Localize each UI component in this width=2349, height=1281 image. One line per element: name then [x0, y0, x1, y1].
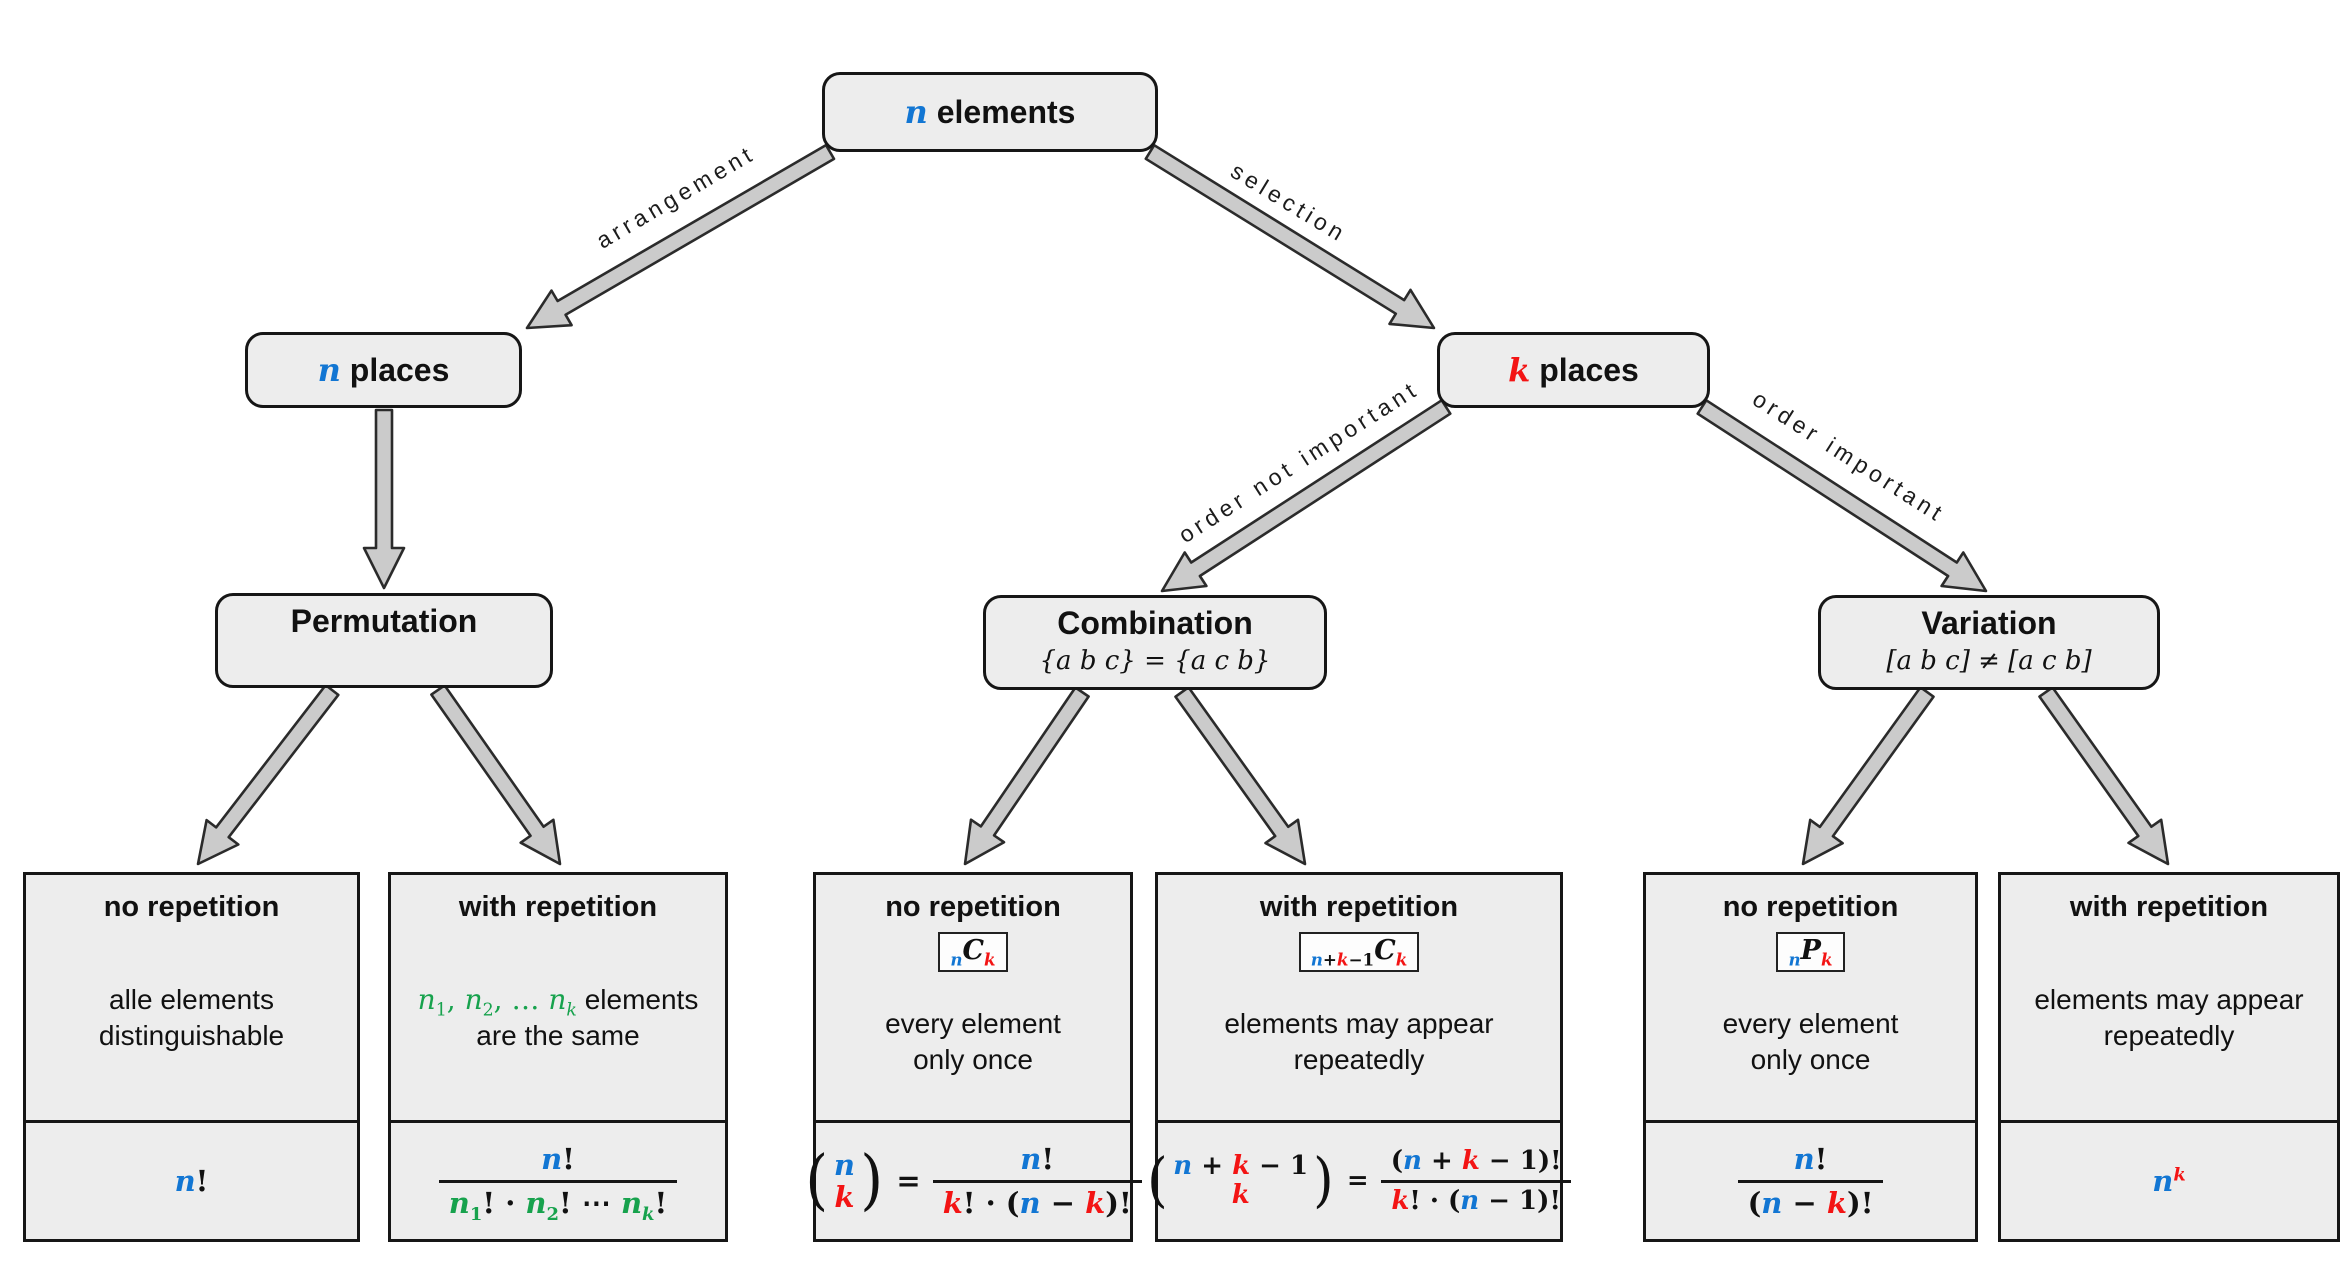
node-permutation-title: Permutation	[290, 603, 478, 640]
connector-arrow	[1174, 685, 1307, 866]
node-variation-title: Variation	[1921, 605, 2057, 642]
leaf-description: elements may appear repeatedly	[1224, 1008, 1494, 1076]
paren-close: )	[1313, 1146, 1334, 1215]
formula-symbol-badge: nCk	[938, 932, 1008, 973]
node-k-places: k places	[1437, 332, 1710, 408]
fraction: n! k! · (n − k)!	[932, 1142, 1142, 1220]
leaf-description: every element only once	[885, 1008, 1061, 1076]
leaf-title: no repetition	[1722, 891, 1899, 923]
node-variation-math: [a b c] ≠ [a c b]	[1886, 645, 2092, 676]
leaf-combination-with-repetition: with repetition n+k−1Ck elements may app…	[1148, 872, 1571, 1242]
leaf-description: alle elements distinguishable	[98, 984, 285, 1051]
leaf-formula: n!	[26, 1120, 357, 1239]
paren-close: )	[860, 1142, 884, 1219]
node-n-places: n places	[245, 332, 522, 408]
connector-arrow	[2038, 686, 2170, 866]
connector-arrow	[963, 686, 1090, 866]
connector-arrow	[196, 683, 340, 866]
paren-open: (	[805, 1142, 829, 1219]
node-k-places-label: k places	[1508, 350, 1639, 389]
leaf-formula: n! n1! · n2! ⋯ nk!	[391, 1120, 725, 1239]
leaf-formula: nk	[2001, 1120, 2337, 1239]
binomial-coefficient: ( n k )	[805, 1142, 884, 1219]
leaf-formula: n! (n − k)!	[1646, 1120, 1975, 1239]
connector-arrow	[1160, 398, 1452, 593]
leaf-combination-no-repetition: no repetition nCk every element only onc…	[806, 872, 1142, 1242]
leaf-title: with repetition	[458, 891, 658, 923]
node-n-places-label: n places	[317, 350, 450, 389]
equals-sign: =	[896, 1164, 921, 1198]
leaf-description: every element only once	[1722, 1008, 1899, 1076]
formula-symbol-badge: nPk	[1776, 932, 1845, 973]
connector-arrow	[1696, 398, 1988, 593]
node-n-elements: n elements	[822, 72, 1158, 152]
leaf-title: with repetition	[2069, 891, 2269, 923]
node-permutation: Permutation	[215, 593, 553, 688]
node-combination-title: Combination	[1057, 605, 1253, 642]
leaf-variation-no-repetition: no repetition nPk every element only onc…	[1643, 872, 1978, 1242]
node-combination: Combination {a b c} = {a c b}	[983, 595, 1327, 690]
binomial-coefficient: ( n + k − 1 k )	[1147, 1146, 1334, 1215]
formula-symbol-badge: n+k−1Ck	[1298, 932, 1420, 973]
connector-arrow	[1801, 685, 1935, 866]
leaf-title: no repetition	[885, 891, 1061, 923]
leaf-title: with repetition	[1259, 891, 1459, 923]
fraction: n! (n − k)!	[1737, 1142, 1884, 1220]
fraction: (n + k − 1)! k! · (n − 1)!	[1381, 1146, 1572, 1216]
node-combination-math: {a b c} = {a c b}	[1039, 645, 1271, 676]
leaf-variation-with-repetition: with repetition elements may appear repe…	[1998, 872, 2340, 1242]
equals-sign: =	[1346, 1166, 1369, 1196]
leaf-permutation-no-repetition: no repetition alle elements distinguisha…	[23, 872, 360, 1242]
leaf-formula: ( n k ) = n! k! · (n − k)!	[806, 1120, 1142, 1239]
connector-arrow	[362, 408, 406, 590]
leaf-formula: ( n + k − 1 k ) = (n + k − 1)! k! · (n −…	[1148, 1120, 1571, 1239]
connector-arrow	[1144, 143, 1436, 330]
leaf-description: n1, n2, … nk elements are the same	[417, 983, 699, 1051]
connector-arrow	[525, 143, 836, 330]
node-n-elements-label: n elements	[904, 92, 1076, 131]
fraction: n! n1! · n2! ⋯ nk!	[438, 1142, 678, 1223]
leaf-title: no repetition	[103, 891, 280, 923]
leaf-permutation-with-repetition: with repetition n1, n2, … nk elements ar…	[388, 872, 728, 1242]
leaf-description: elements may appear repeatedly	[2034, 984, 2304, 1051]
connector-arrow	[430, 684, 562, 866]
paren-open: (	[1147, 1146, 1169, 1215]
node-variation: Variation [a b c] ≠ [a c b]	[1818, 595, 2160, 690]
